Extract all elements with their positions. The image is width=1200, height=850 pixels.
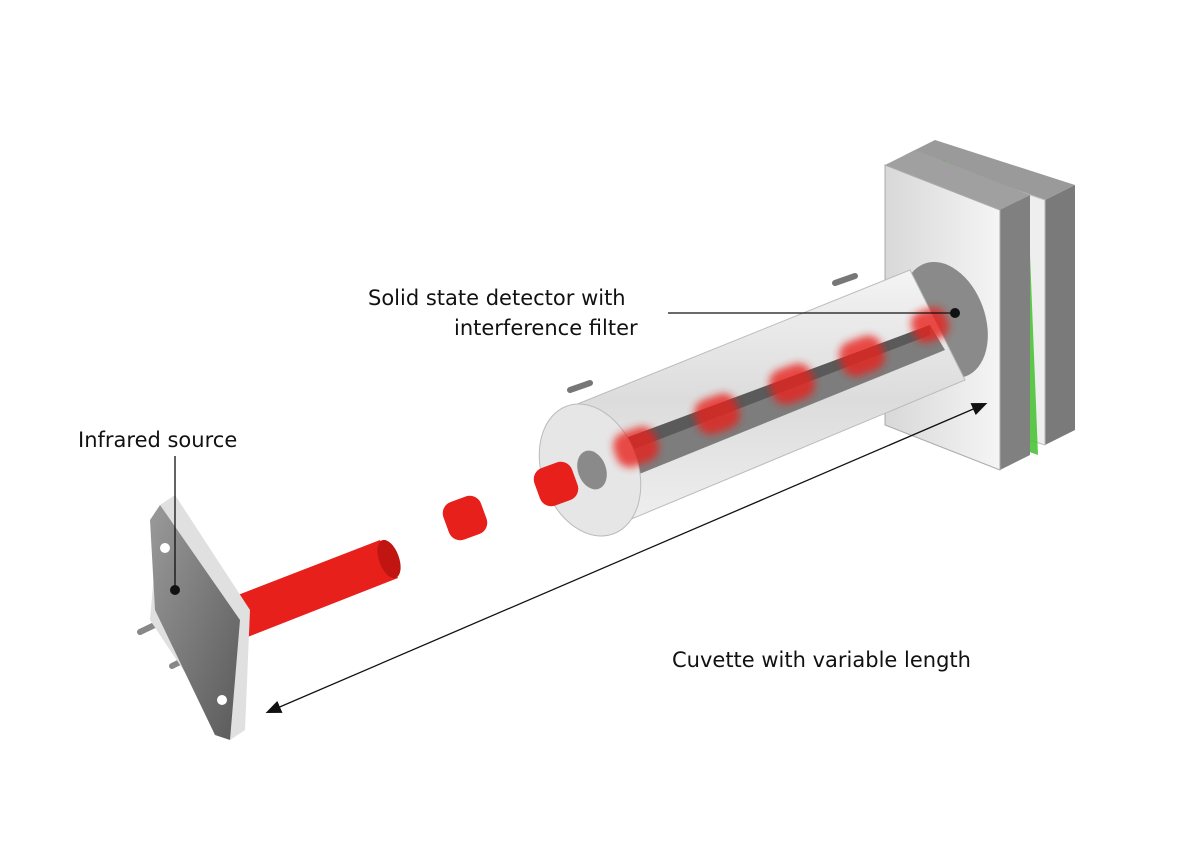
infrared-source bbox=[137, 495, 250, 740]
cuvette-label: Cuvette with variable length bbox=[672, 648, 971, 672]
source-leader-dot bbox=[170, 585, 180, 595]
detector-label-line2: interference filter bbox=[454, 316, 638, 340]
length-arrow bbox=[265, 402, 988, 714]
source-label: Infrared source bbox=[78, 428, 238, 452]
detector-label-line1: Solid state detector with bbox=[368, 286, 626, 310]
detector-leader-dot bbox=[950, 308, 960, 318]
